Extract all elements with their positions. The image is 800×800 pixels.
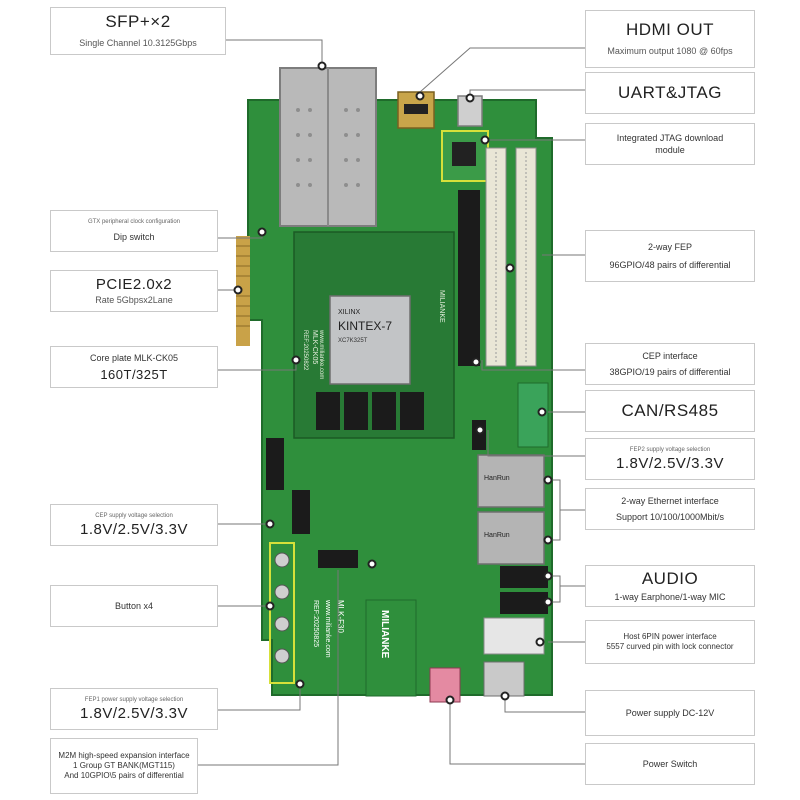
audio-sub: 1-way Earphone/1-way MIC [614,591,726,602]
pcie-label-box: PCIE2.0x2 Rate 5Gbpsx2Lane [50,270,218,312]
fep1-title: FEP1 power supply voltage selection [84,696,184,703]
core-label-box: Core plate MLK-CK05 160T/325T [50,346,218,388]
can-title: CAN/RS485 [621,401,719,420]
pcie-sub: Rate 5Gbpsx2Lane [95,294,173,305]
fep2-jumper [472,420,486,450]
dc-jack [483,661,525,697]
uart-label-box: UART&JTAG [585,72,755,114]
dc-label-box: Power supply DC-12V [585,690,755,736]
audio-jack-2 [500,592,548,614]
power6-text: Host 6PIN power interface 5557 curved pi… [606,631,734,651]
jtag-title: Integrated JTAG download module [616,132,724,155]
fep-sub: 96GPIO/48 pairs of differential [609,260,731,270]
power6-label-box: Host 6PIN power interface 5557 curved pi… [585,620,755,664]
buttons [274,552,290,664]
fpga-chip [329,295,411,385]
switch-label-box: Power Switch [585,743,755,785]
sfp-sub: Single Channel 10.3125Gbps [79,38,197,49]
audio-jack-1 [500,566,548,588]
cep-sub: 38GPIO/19 pairs of differential [609,367,731,377]
jumper-header [292,490,310,534]
cep-volt-label-box: CEP supply voltage selection 1.8V/2.5V/3… [50,504,218,546]
button-label-box: Button x4 [50,585,218,627]
m2m-label-box: M2M high-speed expansion interface 1 Gro… [50,738,198,794]
fep-title: 2-way FEP [647,241,692,252]
ref-text: REF:20250825 [312,600,319,647]
m2m-slot [318,550,358,568]
chip-brand-text: XILINX [338,309,361,316]
gtx-sub: Dip switch [113,231,155,242]
core-title: Core plate MLK-CK05 [89,352,179,363]
usb-connector [457,95,483,127]
buttons-highlight [269,542,295,684]
uart-title: UART&JTAG [618,83,722,102]
audio-label-box: AUDIO 1-way Earphone/1-way MIC [585,565,755,607]
callout-lines [198,39,585,766]
switch-title: Power Switch [642,758,698,769]
power-6pin-connector [483,617,545,655]
core-ref-text: REF:20250822 [302,330,308,371]
gtx-label-box: GTX peripheral clock configuration Dip s… [50,210,218,252]
cep-title: CEP interface [642,350,698,361]
url-text: www.milianke.com [324,599,331,658]
cep-header [458,190,480,366]
callout-dots [233,61,553,705]
pcie-connector [236,236,250,346]
fep2-title: FEP2 supply voltage selection [629,446,711,453]
core-model-text: MLK-CK05 [311,330,318,364]
pcie-title: PCIE2.0x2 [95,275,173,293]
eth-brand-text-2: HanRun [484,532,510,539]
fep2-sub: 1.8V/2.5V/3.3V [616,454,724,472]
fep-label-box: 2-way FEP 96GPIO/48 pairs of differentia… [585,230,755,282]
model-text: MLK-F30 [336,600,345,633]
jtag-label-box: Integrated JTAG download module [585,123,755,165]
ethernet-port-1 [477,454,545,508]
core-sub: 160T/325T [100,367,168,383]
core-brand-text: MILIANKE [438,290,445,323]
chip-family-text: KINTEX-7 [338,319,392,333]
eth-sub: Support 10/100/1000Mbit/s [615,512,725,522]
gpio-header [266,438,284,490]
milianke-label-area [365,599,417,697]
brand-text: MILIANKE [379,610,390,659]
audio-title: AUDIO [641,568,699,588]
button-title: Button x4 [114,600,154,611]
hdmi-label-box: HDMI OUT Maximum output 1080 @ 60fps [585,10,755,68]
pcie-fingers [236,245,250,327]
sfp-label-box: SFP+×2 Single Channel 10.3125Gbps [50,7,226,55]
fep2-label-box: FEP2 supply voltage selection 1.8V/2.5V/… [585,438,755,480]
sfp-holes [296,108,360,187]
eth-title: 2-way Ethernet interface [621,495,719,506]
eth-label-box: 2-way Ethernet interface Support 10/100/… [585,488,755,530]
m2m-text: M2M high-speed expansion interface 1 Gro… [58,751,190,780]
cep-volt-title: CEP supply voltage selection [95,512,173,519]
ddr-memory-chips [316,392,424,430]
eth-brand-text-1: HanRun [484,475,510,482]
fep1-sub: 1.8V/2.5V/3.3V [80,704,188,722]
dc-title: Power supply DC-12V [625,707,715,718]
ethernet-port-2 [477,511,545,565]
hdmi-title: HDMI OUT [625,20,715,40]
core-url-text: www.milianke.com [318,329,324,379]
power-switch [429,667,461,703]
gtx-title: GTX peripheral clock configuration [87,218,181,225]
sfp-title: SFP+×2 [105,12,171,32]
cep-volt-sub: 1.8V/2.5V/3.3V [80,520,188,538]
hdmi-sub: Maximum output 1080 @ 60fps [607,46,733,57]
chip-part-text: XC7K325T [338,338,368,344]
cep-label-box: CEP interface 38GPIO/19 pairs of differe… [585,343,755,385]
can-label-box: CAN/RS485 [585,390,755,432]
fep1-label-box: FEP1 power supply voltage selection 1.8V… [50,688,218,730]
